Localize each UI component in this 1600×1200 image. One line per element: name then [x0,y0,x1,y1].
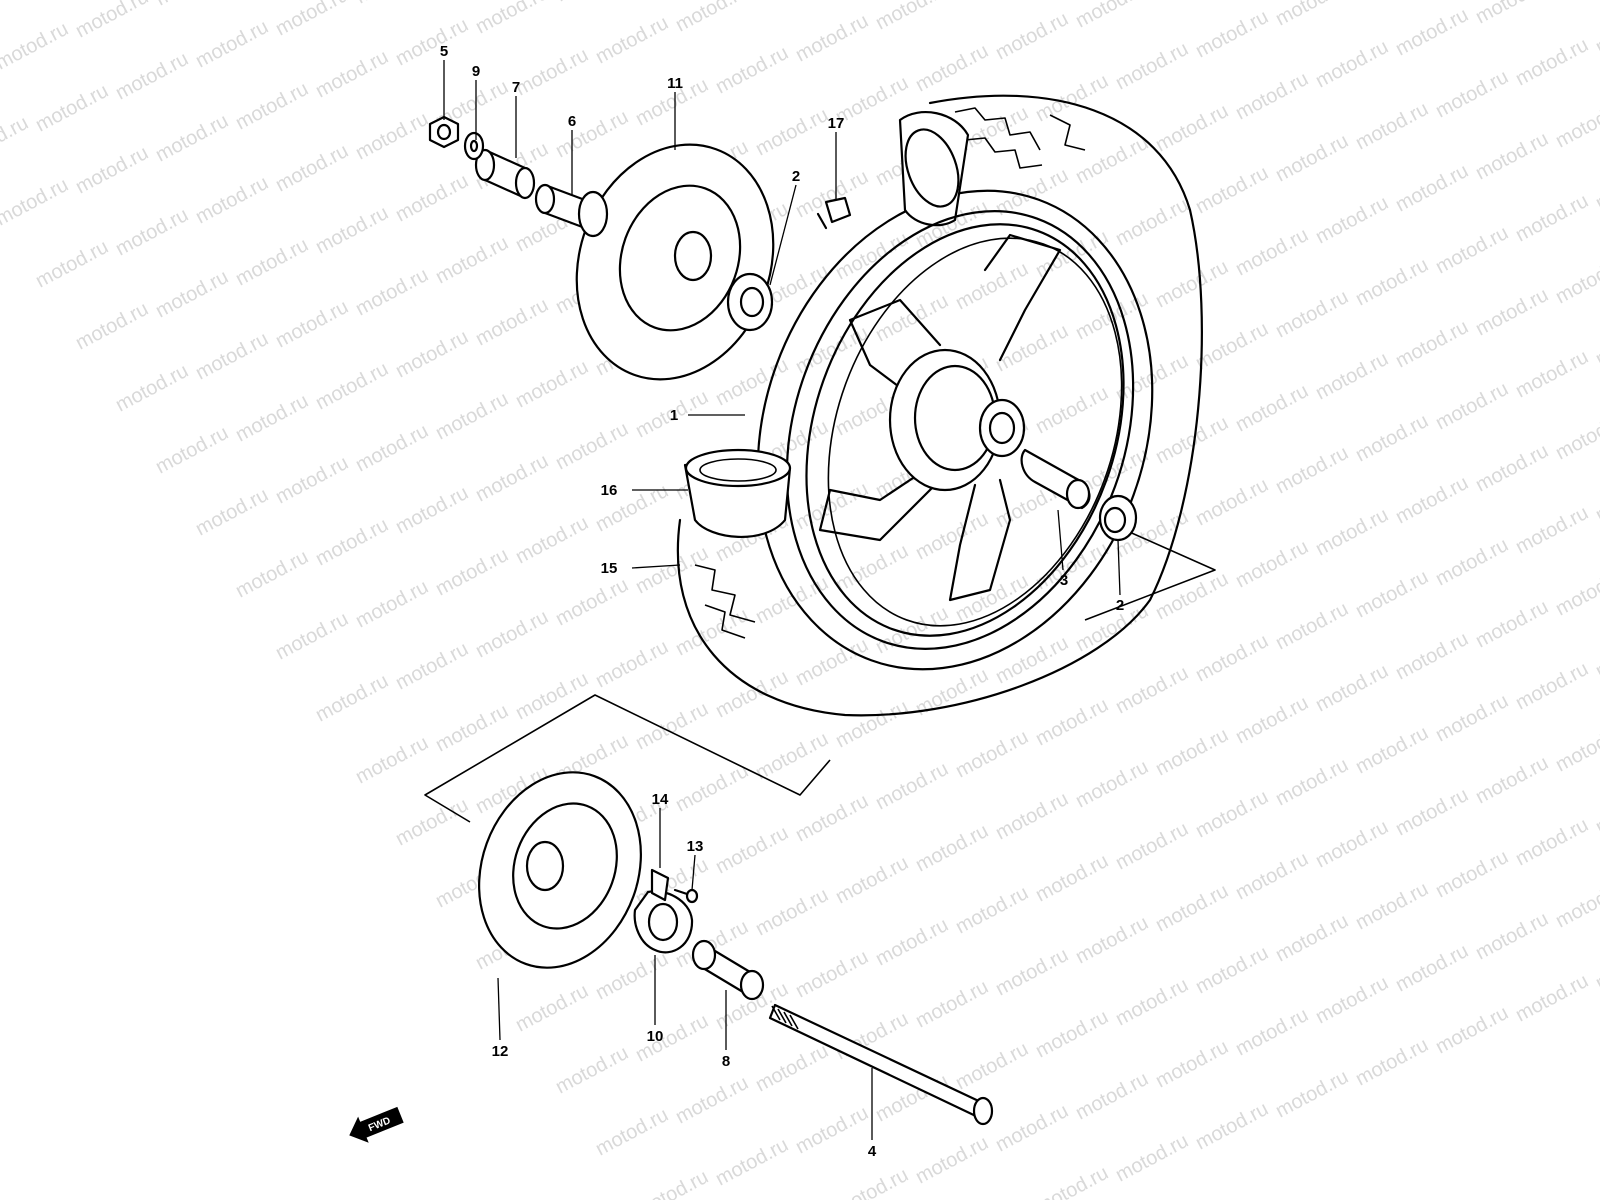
part-number-15: 15 [601,560,618,577]
part-number-2-left: 2 [792,168,800,185]
part-number-5: 5 [440,43,448,60]
gearbox-screw [673,888,699,904]
part-number-6: 6 [568,113,576,130]
part-number-12: 12 [492,1043,509,1060]
part-number-7: 7 [512,79,520,96]
part-number-11: 11 [667,75,683,92]
part-number-3: 3 [1060,572,1068,589]
speedometer-gearbox [633,868,694,954]
part-number-8: 8 [722,1053,730,1070]
assembly-reference-lines [424,529,1216,823]
part-number-2-right: 2 [1116,597,1124,614]
brake-disc-lower [478,771,642,969]
spacer [474,148,536,200]
right-spacer-and-bearing [1020,448,1138,542]
axle-nut [428,115,460,149]
part-number-17: 17 [828,115,845,132]
leader-lines [443,60,1121,1140]
part-number-10: 10 [647,1028,664,1045]
part-number-1: 1 [670,407,678,424]
washer [463,131,485,161]
axle-collar [534,183,609,238]
forward-direction-arrow: FWD [349,1106,404,1143]
part-number-9: 9 [472,63,480,80]
valve [816,196,852,230]
axle [768,1003,994,1126]
part-number-16: 16 [601,482,618,499]
part-labels: 5 9 7 6 11 2 17 1 16 15 3 2 12 14 13 10 … [440,43,1124,1160]
left-bearing [726,272,774,332]
brake-disc-upper [575,143,775,381]
part-number-4: 4 [868,1143,877,1160]
inner-tube-section [683,448,792,539]
part-number-13: 13 [687,838,704,855]
axle-spacer [691,939,765,1001]
tire [676,94,1203,717]
wheel-rim [785,210,1135,650]
part-number-14: 14 [652,791,669,808]
